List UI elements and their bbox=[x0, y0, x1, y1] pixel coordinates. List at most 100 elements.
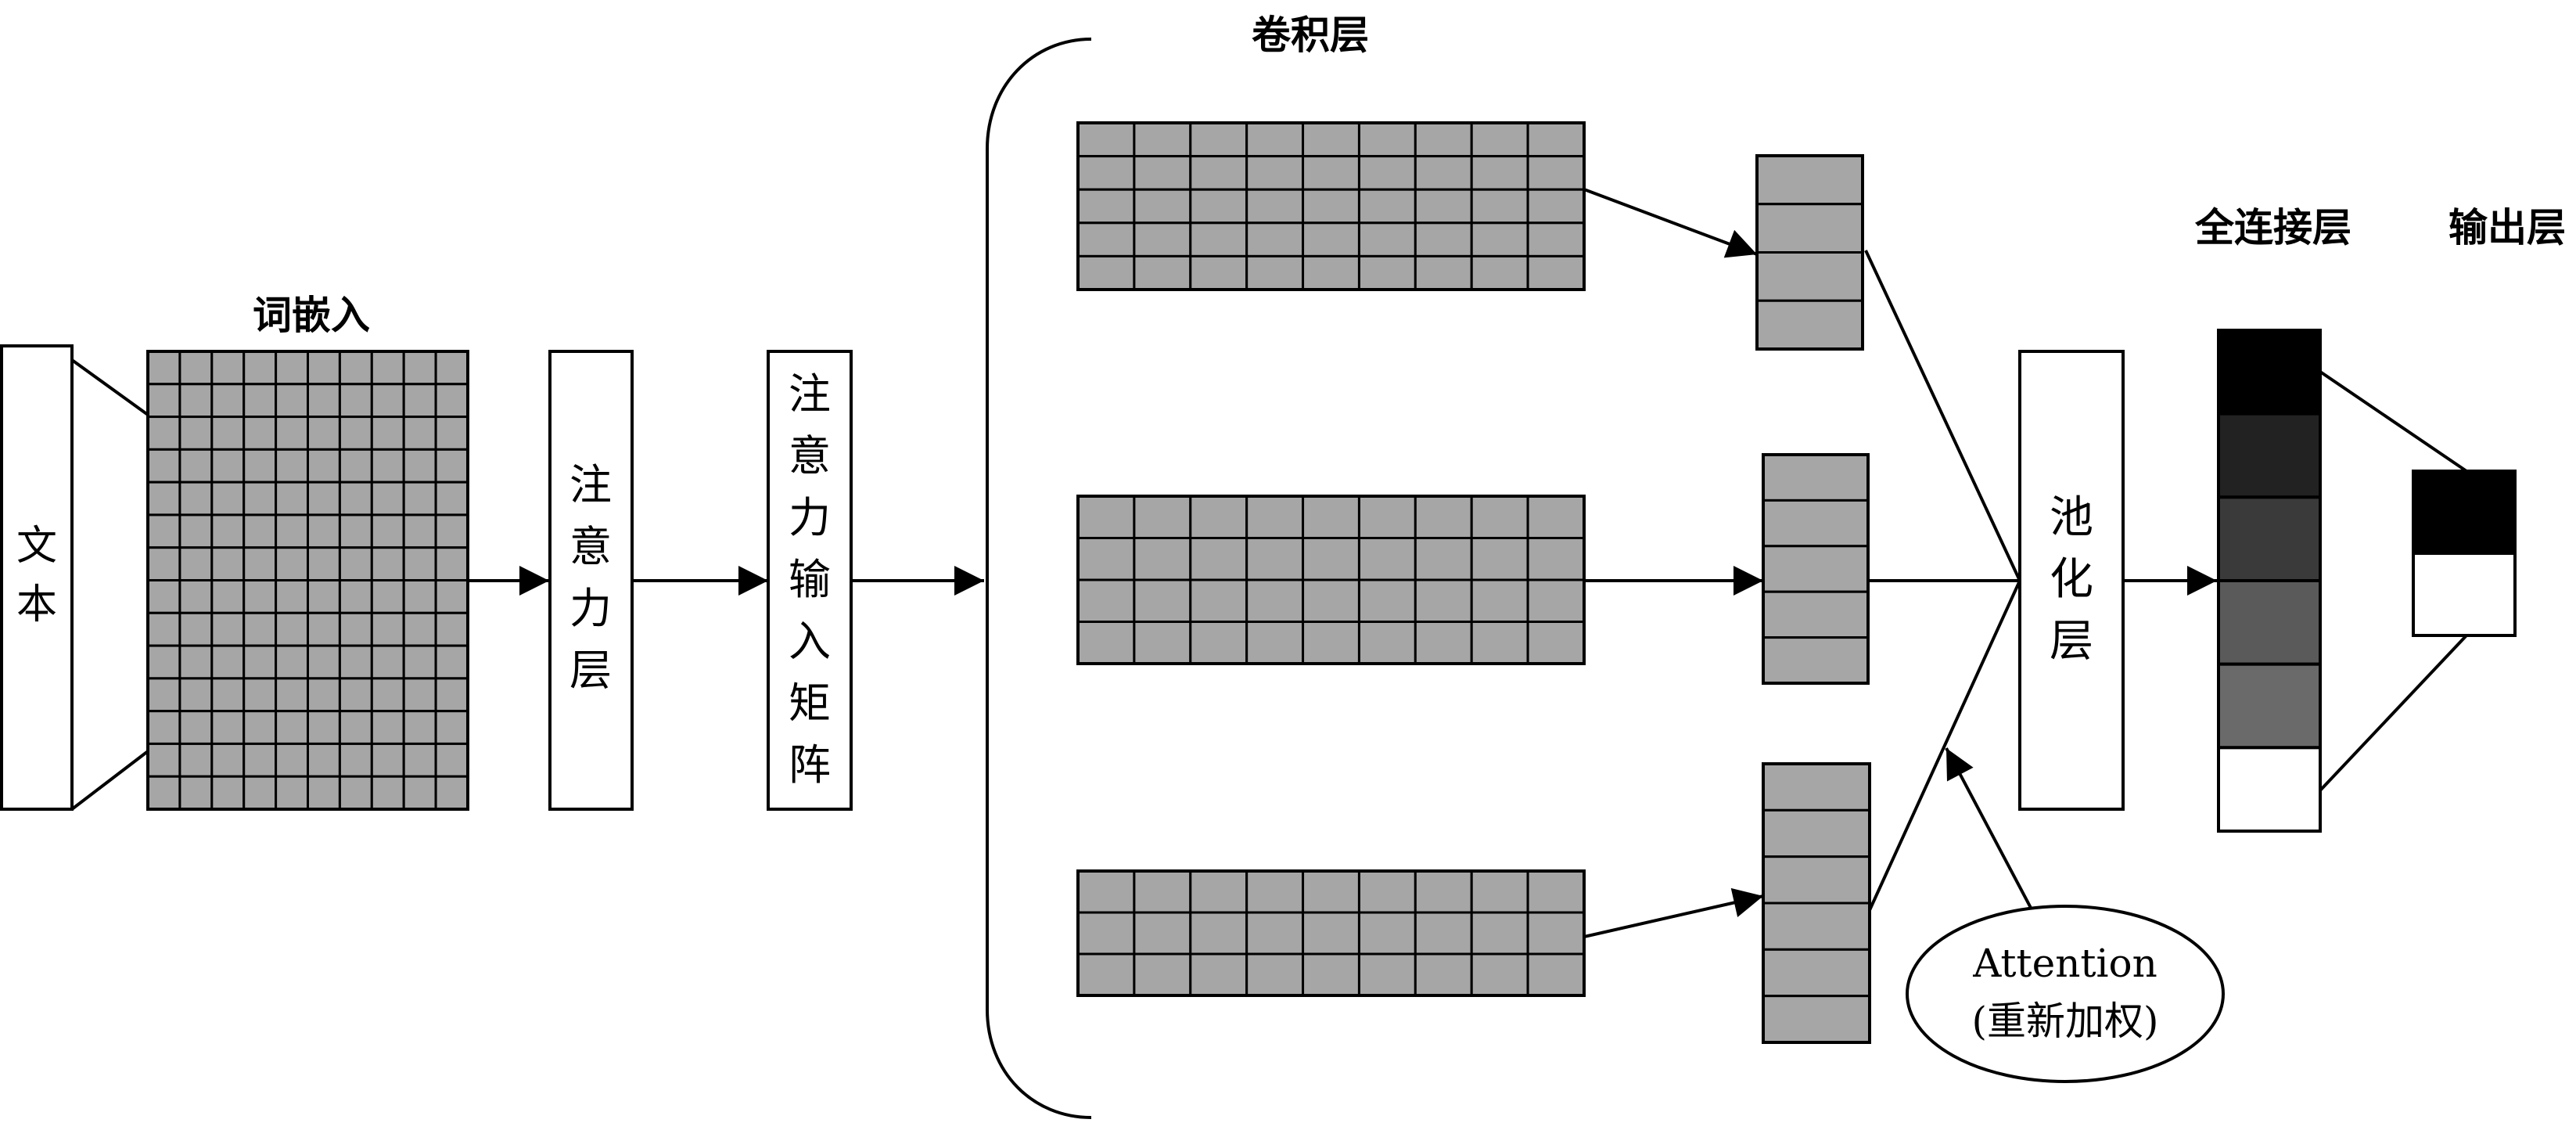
matrix-cell bbox=[1076, 121, 1136, 158]
arrow-attention-to-pooling bbox=[1945, 747, 2032, 909]
fc-layer-vector bbox=[2217, 329, 2322, 833]
matrix-cell bbox=[434, 546, 469, 582]
matrix-cell bbox=[338, 611, 373, 647]
matrix-cell bbox=[1189, 578, 1248, 623]
matrix-cell bbox=[210, 742, 246, 778]
matrix-cell bbox=[275, 546, 310, 582]
matrix-cell bbox=[146, 710, 181, 745]
matrix-cell bbox=[1470, 869, 1529, 914]
matrix-cell bbox=[1357, 188, 1417, 225]
matrix-cell bbox=[1526, 495, 1586, 539]
matrix-cell bbox=[307, 579, 341, 614]
matrix-cell bbox=[1526, 621, 1586, 665]
matrix-cell bbox=[370, 383, 405, 419]
matrix-cell bbox=[402, 644, 437, 680]
matrix-cell bbox=[275, 742, 310, 778]
pooled-vector-2 bbox=[1762, 453, 1870, 685]
matrix-cell bbox=[1414, 621, 1473, 665]
pooling-layer-label-char-3: 层 bbox=[2050, 616, 2093, 667]
matrix-cell bbox=[178, 644, 214, 680]
matrix-cell bbox=[1133, 254, 1192, 291]
matrix-cell bbox=[1762, 948, 1871, 998]
matrix-cell bbox=[434, 775, 469, 811]
text-input-block: 文 本 bbox=[0, 344, 74, 811]
matrix-cell bbox=[1526, 952, 1586, 997]
matrix-cell bbox=[275, 416, 310, 451]
matrix-cell bbox=[210, 546, 246, 582]
matrix-cell bbox=[338, 416, 373, 451]
matrix-cell bbox=[370, 350, 405, 386]
matrix-cell bbox=[1189, 952, 1248, 997]
matrix-cell bbox=[402, 383, 437, 419]
matrix-cell bbox=[210, 416, 246, 451]
line-vector3-to-pooling bbox=[1868, 580, 2021, 911]
matrix-cell bbox=[1133, 869, 1192, 914]
matrix-cell bbox=[146, 677, 181, 713]
matrix-cell bbox=[338, 710, 373, 745]
conv-layer-brace bbox=[986, 38, 1092, 1119]
matrix-cell bbox=[1762, 808, 1871, 858]
matrix-cell bbox=[1414, 221, 1473, 257]
matrix-cell bbox=[1245, 495, 1305, 539]
matrix-cell bbox=[434, 448, 469, 484]
matrix-cell bbox=[307, 611, 341, 647]
matrix-cell bbox=[370, 416, 405, 451]
matrix-cell bbox=[1414, 537, 1473, 581]
attention-layer-label-char-2: 意 bbox=[569, 522, 612, 571]
attention-reweight-node: Attention (重新加权) bbox=[1906, 905, 2225, 1083]
matrix-cell bbox=[1470, 221, 1529, 257]
conv-feature-map-1 bbox=[1076, 121, 1586, 291]
matrix-cell bbox=[370, 513, 405, 549]
matrix-cell bbox=[434, 350, 469, 386]
matrix-cell bbox=[210, 513, 246, 549]
matrix-cell bbox=[338, 383, 373, 419]
matrix-cell bbox=[307, 677, 341, 713]
matrix-cell bbox=[338, 481, 373, 517]
matrix-cell bbox=[1357, 254, 1417, 291]
matrix-cell bbox=[275, 350, 310, 386]
conv-layer-label: 卷积层 bbox=[1252, 13, 1369, 58]
fc-cell bbox=[2217, 662, 2322, 750]
fc-cell bbox=[2217, 412, 2322, 499]
matrix-cell bbox=[1526, 221, 1586, 257]
matrix-cell bbox=[1302, 952, 1360, 997]
attention-input-matrix-label-char-2: 意 bbox=[789, 431, 831, 481]
matrix-cell bbox=[1302, 578, 1360, 623]
matrix-cell bbox=[434, 611, 469, 647]
attention-input-matrix-label-char-4: 输 bbox=[789, 555, 831, 604]
matrix-cell bbox=[1302, 155, 1360, 191]
matrix-cell bbox=[243, 611, 278, 647]
matrix-cell bbox=[338, 775, 373, 811]
matrix-cell bbox=[307, 513, 341, 549]
matrix-cell bbox=[402, 611, 437, 647]
matrix-cell bbox=[1357, 952, 1417, 997]
matrix-cell bbox=[1762, 590, 1870, 639]
attention-input-matrix-label-char-1: 注 bbox=[789, 369, 831, 419]
matrix-cell bbox=[1245, 869, 1305, 914]
matrix-cell bbox=[146, 513, 181, 549]
matrix-cell bbox=[146, 775, 181, 811]
matrix-cell bbox=[338, 448, 373, 484]
matrix-cell bbox=[1357, 221, 1417, 257]
matrix-cell bbox=[178, 481, 214, 517]
matrix-cell bbox=[1357, 155, 1417, 191]
matrix-cell bbox=[1245, 188, 1305, 225]
matrix-cell bbox=[307, 416, 341, 451]
matrix-cell bbox=[1302, 911, 1360, 956]
matrix-cell bbox=[178, 448, 214, 484]
matrix-cell bbox=[307, 383, 341, 419]
matrix-cell bbox=[1133, 621, 1192, 665]
matrix-cell bbox=[1245, 121, 1305, 158]
matrix-cell bbox=[1526, 911, 1586, 956]
matrix-cell bbox=[1414, 155, 1473, 191]
matrix-cell bbox=[275, 513, 310, 549]
matrix-cell bbox=[370, 579, 405, 614]
matrix-cell bbox=[402, 546, 437, 582]
matrix-cell bbox=[1470, 254, 1529, 291]
matrix-cell bbox=[370, 611, 405, 647]
matrix-cell bbox=[1189, 155, 1248, 191]
matrix-cell bbox=[1302, 495, 1360, 539]
matrix-cell bbox=[1245, 621, 1305, 665]
matrix-cell bbox=[1302, 869, 1360, 914]
matrix-cell bbox=[1189, 495, 1248, 539]
